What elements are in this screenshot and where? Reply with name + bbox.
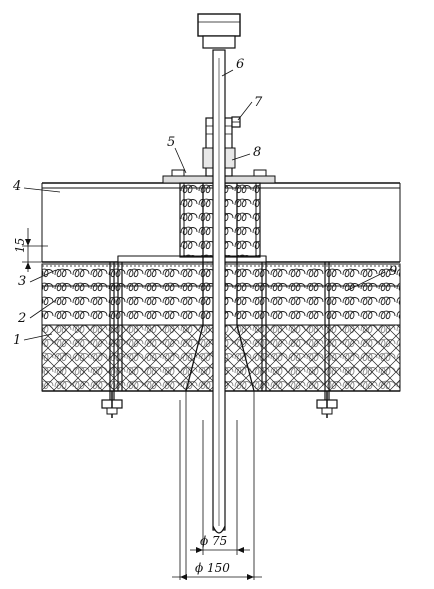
dimension-lines: [22, 228, 262, 580]
anchor-bolt-left: [101, 391, 123, 418]
callout-8: 8: [253, 145, 261, 160]
callout-7: 7: [254, 95, 263, 110]
frame-studs: [109, 255, 330, 400]
callout-2: 2: [17, 311, 26, 326]
dimension-15: 15: [13, 238, 27, 253]
callout-9: 9: [389, 264, 397, 279]
dimension-inner-diameter: ϕ 75: [200, 534, 227, 548]
anchor-bolt-right: [316, 391, 338, 418]
thermocouple-rod: [212, 49, 226, 534]
callout-6: 6: [236, 57, 244, 72]
callout-1: 1: [13, 333, 21, 348]
thermocouple-head: [197, 13, 241, 49]
dimension-outer-diameter: ϕ 150: [195, 561, 230, 575]
set-screw: [231, 116, 241, 128]
callout-3: 3: [18, 274, 26, 289]
callout-5: 5: [167, 135, 175, 150]
leader-lines: [23, 69, 386, 341]
callout-4: 4: [12, 179, 21, 194]
